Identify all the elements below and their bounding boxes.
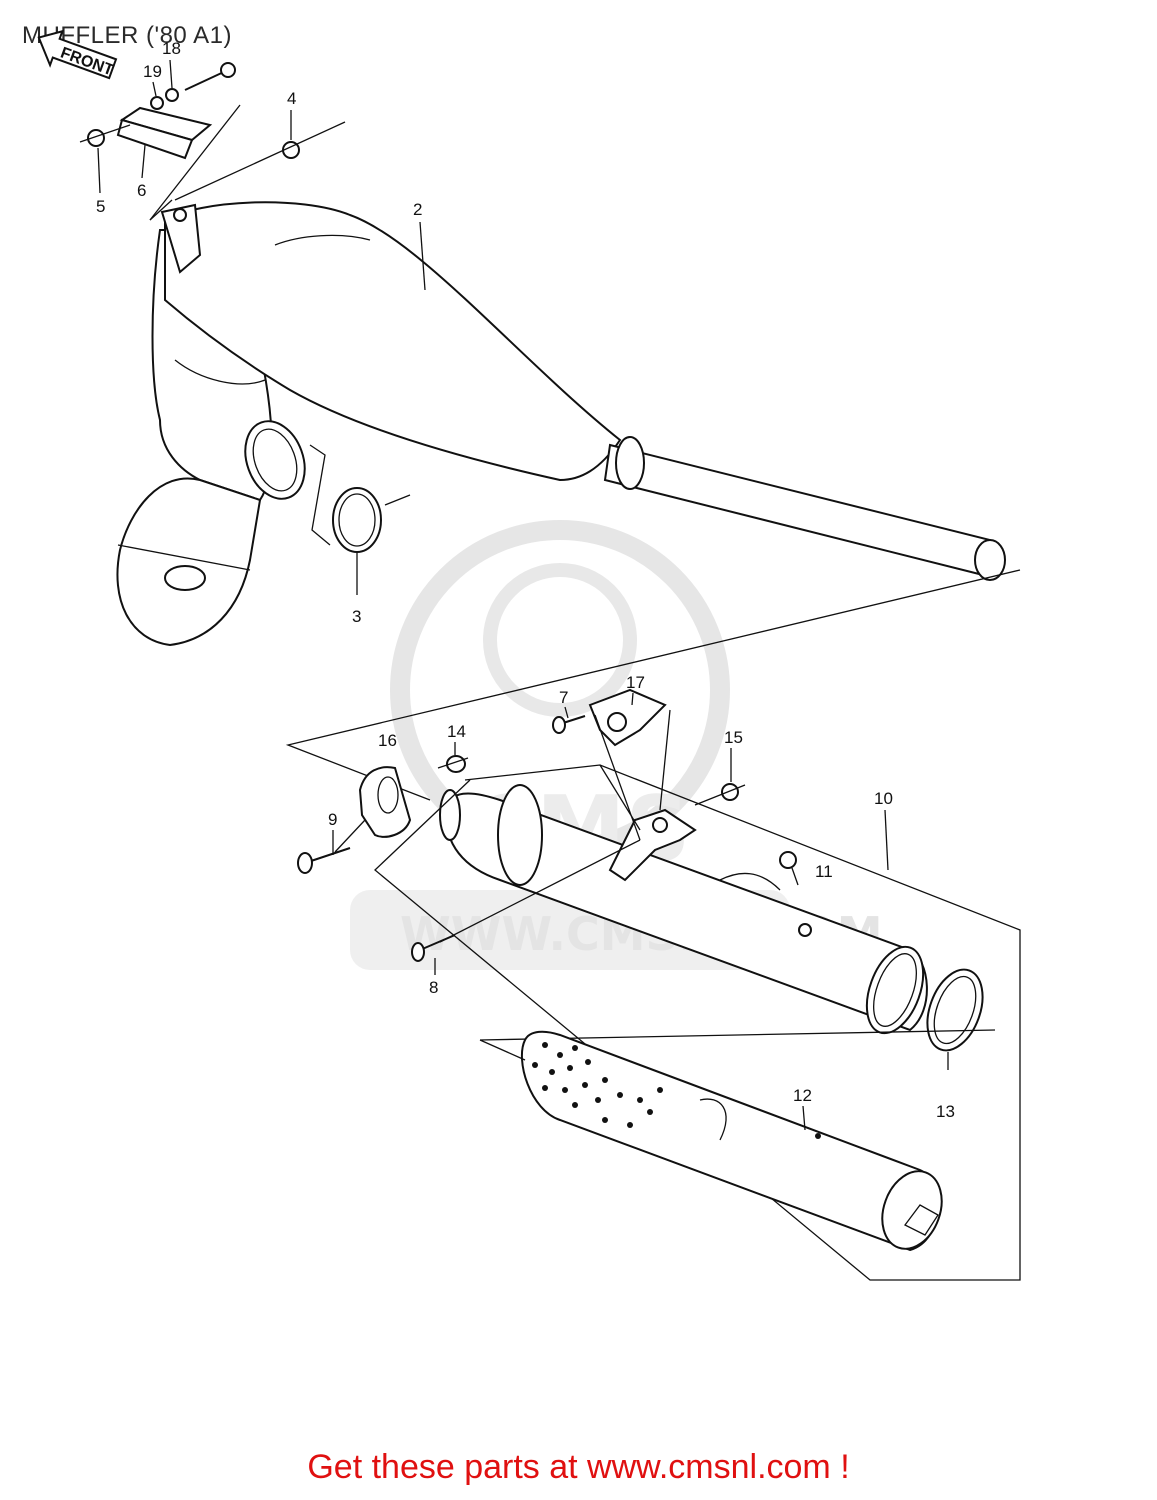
callout-8: 8	[429, 978, 438, 997]
expansion-chamber-2	[116, 201, 1006, 647]
callout-10: 10	[874, 789, 893, 808]
callout-16: 16	[378, 731, 397, 750]
gasket-3	[332, 487, 382, 553]
callout-14: 14	[447, 722, 466, 741]
callout-9: 9	[328, 810, 337, 829]
bolt-18	[184, 62, 236, 91]
footer-cta[interactable]: Get these parts at www.cmsnl.com !	[0, 1448, 1157, 1487]
rear-bracket-16	[358, 766, 412, 838]
callout-13: 13	[936, 1102, 955, 1121]
nut-5	[87, 129, 105, 147]
callout-12: 12	[793, 1086, 812, 1105]
baffle-12	[520, 1030, 943, 1252]
callout-7: 7	[559, 688, 568, 707]
callout-17: 17	[626, 673, 645, 692]
callout-19: 19	[143, 62, 162, 81]
callout-6: 6	[137, 181, 146, 200]
washer-19	[150, 96, 164, 110]
front-arrow-icon: FRONT	[37, 29, 118, 79]
callout-2: 2	[413, 200, 422, 219]
exploded-parts-diagram: WWW.CMSNL.COM CMS FRONT	[37, 29, 1021, 1281]
rubber-damper-6	[116, 118, 194, 160]
callout-3: 3	[352, 607, 361, 626]
callout-15: 15	[724, 728, 743, 747]
footer-link[interactable]: Get these parts at www.cmsnl.com !	[307, 1448, 850, 1486]
callout-5: 5	[96, 197, 105, 216]
silencer-10	[439, 784, 928, 1035]
callout-18: 18	[162, 39, 181, 58]
bolt-7	[552, 715, 586, 734]
nut-15	[721, 783, 739, 801]
bolt-9	[297, 847, 351, 874]
callout-4: 4	[287, 89, 296, 108]
callout-11: 11	[815, 862, 833, 881]
washer-18	[165, 88, 179, 102]
bolt-11	[779, 851, 797, 869]
gasket-13	[926, 968, 984, 1052]
